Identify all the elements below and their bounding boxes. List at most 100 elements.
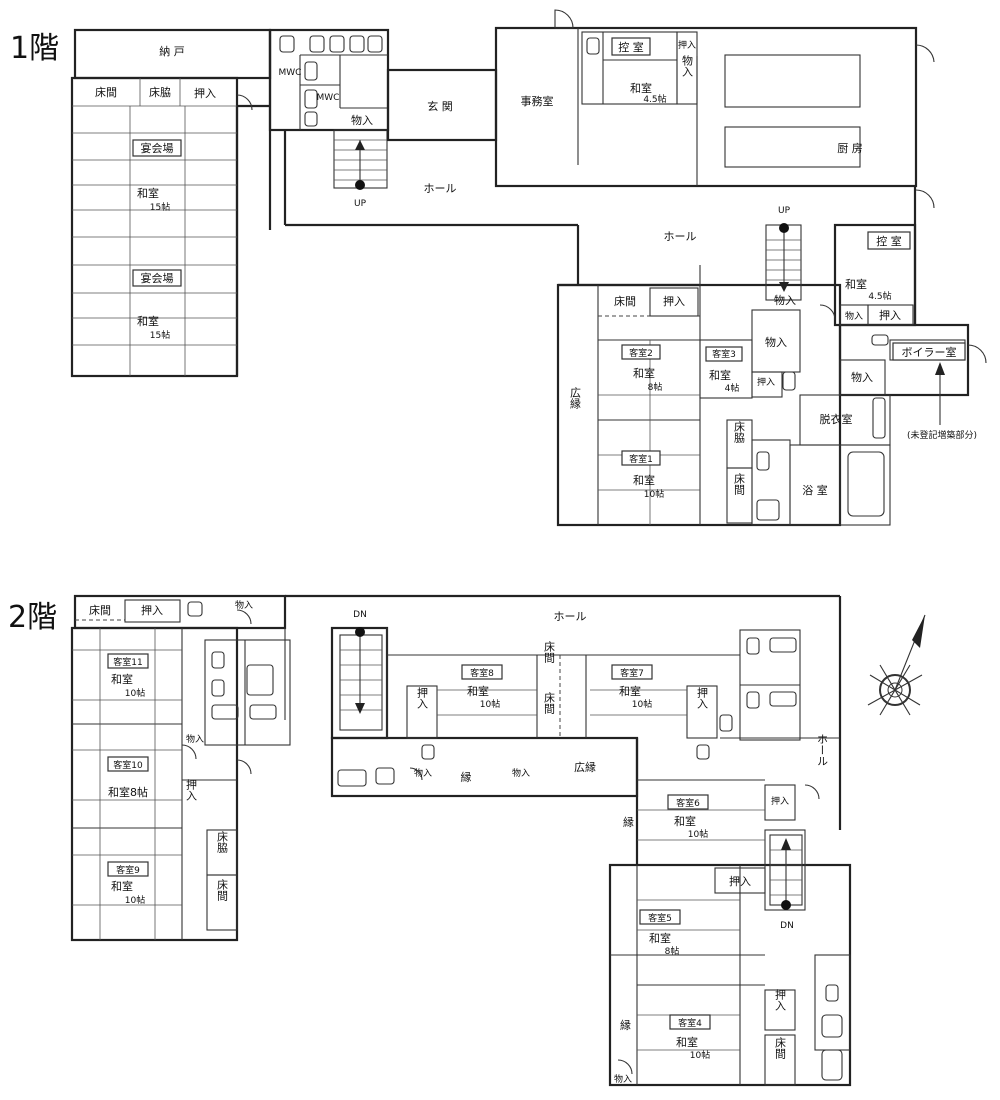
kyakushitsu4-box: [669, 1014, 711, 1030]
room-kyakushitsu8: 客室8: [470, 667, 494, 679]
room-monoire-1d: 物入: [774, 293, 796, 307]
room-datsui: 脱衣室: [820, 412, 853, 426]
kyakushitsu5-box: [639, 909, 681, 925]
compass-icon: [867, 614, 926, 716]
floor-2-label: 2階: [8, 600, 57, 635]
room-kyakushitsu5: 客室5: [648, 912, 672, 924]
room-oshiire-1c: 押入: [879, 308, 901, 322]
room-toko-1a: 床間: [95, 85, 117, 99]
room-oshiire-2c: 押入: [416, 686, 429, 709]
room-washitsu-10g-size: 10帖: [690, 1049, 710, 1061]
room-tokowaki-1b: 床脇: [733, 420, 746, 444]
room-washitsu-8a-size: 8帖: [648, 381, 663, 393]
kyakushitsu2-box: [621, 344, 661, 360]
room-monoire-1a: 物入: [351, 113, 373, 127]
room-en-2b: 縁: [622, 815, 635, 827]
room-enkaijo-1: 宴会場: [141, 141, 174, 155]
room-toko-2a: 床間: [89, 603, 111, 617]
room-enkaijo-2: 宴会場: [141, 271, 174, 285]
stair-1a: [334, 139, 387, 190]
room-oshiire-2d: 押入: [696, 686, 709, 709]
label-dn-2b: DN: [780, 921, 794, 931]
room-washitsu-45a-size: 4.5帖: [643, 93, 666, 105]
room-washitsu-10e-size: 10帖: [632, 698, 652, 710]
room-monoire-1c: 物入: [845, 310, 863, 322]
stair-1b: [766, 223, 801, 292]
room-washitsu-8b: 和室8帖: [108, 785, 148, 799]
room-hikae-1a: 控 室: [618, 40, 644, 54]
room-oshiire-2b: 押入: [185, 778, 198, 801]
room-toko-1c: 床間: [733, 472, 746, 496]
room-monoire-2a: 物入: [235, 599, 253, 611]
room-boiler: ボイラー室: [902, 345, 957, 359]
room-washitsu-10f: 和室: [674, 814, 696, 828]
room-washitsu-15b-size: 15帖: [150, 329, 170, 341]
floor-2-tatami: [72, 628, 765, 1051]
room-washitsu-45b: 和室: [845, 277, 867, 291]
room-oshiire-2g: 押入: [774, 988, 787, 1011]
room-kyakushitsu2: 客室2: [629, 347, 653, 359]
floor-2-fixtures: [181, 601, 843, 1081]
room-oshiire-1e: 押入: [757, 376, 775, 388]
stair-2b: [769, 834, 803, 910]
room-washitsu-10a: 和室: [633, 473, 655, 487]
room-washitsu-15a: 和室: [137, 186, 159, 200]
room-washitsu-8c: 和室: [649, 931, 671, 945]
room-kyakushitsu1: 客室1: [629, 453, 653, 465]
room-washitsu-10f-size: 10帖: [688, 828, 708, 840]
room-hikae-1b: 控 室: [876, 234, 902, 248]
room-monoire-2e: 物入: [614, 1073, 632, 1085]
room-mwc-1: MWC: [279, 68, 302, 78]
floor-2-walls: [70, 594, 852, 1087]
room-washitsu-10c: 和室: [111, 879, 133, 893]
room-yokushitsu: 浴 室: [802, 483, 828, 497]
room-oshiire-1d: 押入: [663, 294, 685, 308]
room-monoire-1f: 物入: [851, 370, 873, 384]
room-kyakushitsu9: 客室9: [116, 864, 140, 876]
kyakushitsu6-box: [667, 794, 709, 810]
stair-2a: [339, 627, 383, 731]
room-nando: 納 戸: [159, 45, 185, 58]
room-genkan: 玄 関: [427, 99, 453, 113]
room-mwc-2: MWC: [317, 93, 340, 103]
room-hall-1a: ホール: [424, 182, 457, 195]
floor-2-labels: 床間 押入 物入 DN ホール 客室11 和室 10帖 客室10 和室8帖 物入…: [89, 599, 829, 1085]
room-washitsu-8c-size: 8帖: [665, 945, 680, 957]
room-washitsu-10e: 和室: [619, 684, 641, 698]
room-toko-1b: 床間: [614, 294, 636, 308]
room-washitsu-4: 和室: [709, 368, 731, 382]
room-kyakushitsu10: 客室10: [113, 759, 143, 771]
room-washitsu-10a-size: 10帖: [644, 488, 664, 500]
room-kyakushitsu4: 客室4: [678, 1017, 702, 1029]
room-washitsu-45a: 和室: [630, 81, 652, 95]
room-toko-2d: 床間: [543, 691, 556, 715]
room-hall-2a: ホール: [554, 610, 587, 623]
room-washitsu-4-size: 4帖: [725, 382, 740, 394]
room-kyakushitsu11: 客室11: [113, 656, 142, 668]
room-toko-2b: 床間: [216, 878, 229, 902]
room-washitsu-45b-size: 4.5帖: [868, 290, 891, 302]
room-monoire-2d: 物入: [512, 767, 530, 779]
kyakushitsu11-box: [107, 653, 149, 669]
room-monoire-1b: 物入: [681, 54, 694, 77]
room-oshiire-1a: 押入: [194, 86, 216, 100]
kyakushitsu8-box: [461, 664, 503, 680]
room-monoire-2c: 物入: [414, 767, 432, 779]
room-kyakushitsu3: 客室3: [712, 348, 736, 360]
kyakushitsu7-box: [611, 664, 653, 680]
room-tokowaki-1a: 床脇: [149, 85, 171, 99]
room-toko-2c: 床間: [543, 640, 556, 664]
room-oshiire-2a: 押入: [141, 603, 163, 617]
kyakushitsu1-box: [621, 450, 661, 466]
kyakushitsu9-box: [107, 861, 149, 877]
room-washitsu-10b: 和室: [111, 672, 133, 686]
room-oshiire-2f: 押入: [729, 874, 751, 888]
kyakushitsu10-box: [107, 756, 149, 772]
room-toko-2e: 床間: [774, 1036, 787, 1060]
enkaijo-1-box: [132, 139, 182, 157]
label-up-1b: UP: [778, 206, 791, 216]
floor-1-label: 1階: [10, 31, 59, 66]
room-hall-2b: ホール: [816, 733, 829, 766]
annex-arrow: [935, 362, 945, 425]
floor-1-fixtures: [236, 9, 987, 521]
